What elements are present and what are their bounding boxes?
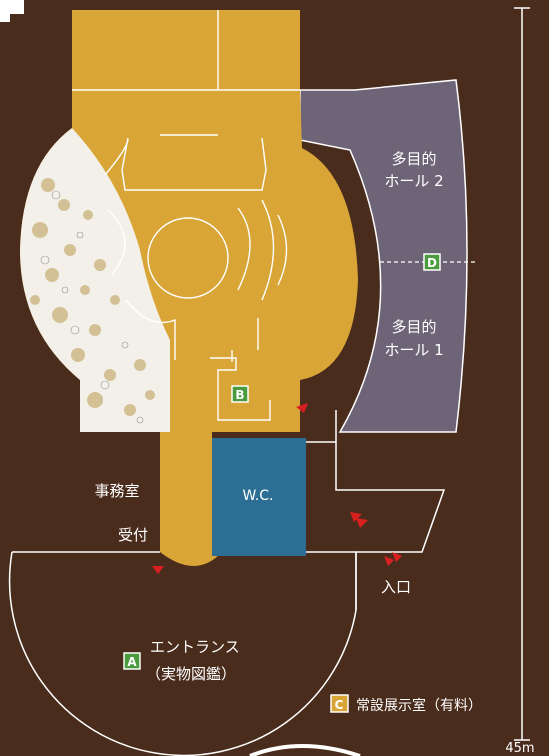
hall1-label-line2: ホール 1 <box>384 341 443 359</box>
scale-label: 45m <box>505 741 534 756</box>
hall2-label-line2: ホール 2 <box>384 172 443 190</box>
exhibit-outlines <box>72 10 300 421</box>
badge-a: A <box>123 652 141 670</box>
scale-bar-icon <box>514 7 530 741</box>
svg-text:B: B <box>235 388 244 402</box>
lobby-outline <box>306 441 446 610</box>
badge-c: C <box>335 698 344 712</box>
corner-bracket-icon <box>0 0 24 22</box>
garden-area <box>20 128 170 432</box>
svg-text:D: D <box>427 256 437 270</box>
legend-label: 常設展示室（有料） <box>356 697 482 714</box>
multipurpose-halls <box>299 79 468 433</box>
legend-permanent-exhibit: C 常設展示室（有料） <box>330 694 482 714</box>
hall1-label-line1: 多目的 <box>391 318 436 336</box>
reception-label: 受付 <box>118 526 148 544</box>
svg-text:A: A <box>127 655 137 669</box>
entrance-hall-outline <box>8 551 357 756</box>
badge-b: B <box>231 385 249 403</box>
entrance-label: 入口 <box>381 578 411 596</box>
hall2-label-line1: 多目的 <box>391 150 436 168</box>
wc-room <box>212 438 306 556</box>
entrance-marker-icon <box>152 403 402 574</box>
office-label: 事務室 <box>94 482 139 500</box>
entrance-hall-label-line2: （実物図鑑） <box>146 665 236 683</box>
entrance-hall-label-line1: エントランス <box>150 638 240 656</box>
wc-label: W.C. <box>243 488 274 504</box>
bottom-arc <box>249 744 361 756</box>
badge-d: D <box>423 253 441 271</box>
